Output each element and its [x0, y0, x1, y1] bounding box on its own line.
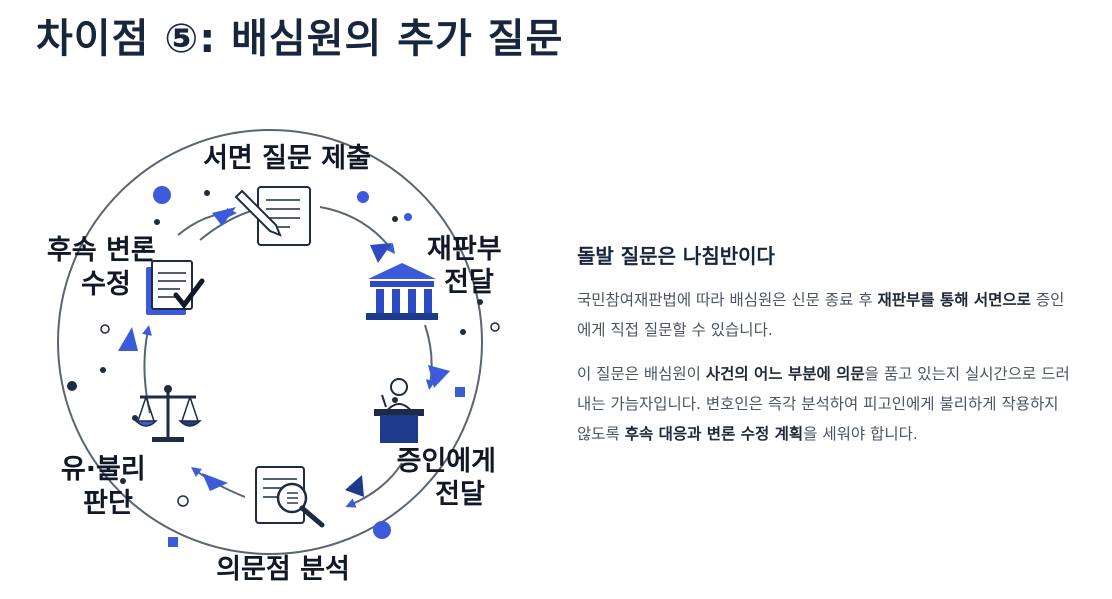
step-label-followup-revision: 후속 변론 수정 — [47, 235, 165, 300]
written-question-icon — [234, 186, 311, 246]
step-label-question-analysis: 의문점 분석 — [216, 554, 350, 585]
inner-cycle-arrows — [142, 206, 436, 508]
document-magnifier-icon — [255, 466, 325, 528]
step-label-written-question: 서면 질문 제출 — [203, 143, 371, 174]
panel-paragraph-1: 국민참여재판법에 따라 배심원은 신문 종료 후 재판부를 통해 서면으로 증인… — [577, 291, 1065, 339]
page-title: 차이점 ⑤: 배심원의 추가 질문 — [36, 16, 564, 62]
explanation-panel: 돌발 질문은 나침반이다 국민참여재판법에 따라 배심원은 신문 종료 후 재판… — [577, 240, 1071, 463]
cycle-diagram: 서면 질문 제출 재판부 전달 증인에게 전달 의문점 분석 유·불리 판단 후… — [47, 129, 511, 585]
emphasis-court-written: 재판부를 통해 서면으로 — [877, 291, 1031, 309]
step-label-witness-transfer: 증인에게 전달 — [397, 446, 506, 510]
decorative-dots — [67, 186, 500, 547]
checklist-icon — [146, 260, 205, 315]
scales-icon — [134, 385, 202, 442]
outer-ring — [57, 129, 483, 555]
panel-paragraph-2: 이 질문은 배심원이 사건의 어느 부분에 의문을 품고 있는지 실시간으로 드… — [577, 365, 1070, 443]
step-label-court-transfer: 재판부 전달 — [427, 234, 511, 298]
emphasis-followup-plan: 후속 대응과 변론 수정 계획 — [624, 425, 804, 443]
ring-arrows — [118, 207, 450, 497]
witness-stand-icon — [374, 378, 424, 443]
panel-heading: 돌발 질문은 나침반이다 — [577, 244, 775, 268]
emphasis-doubt-part: 사건의 어느 부분에 의문 — [705, 365, 865, 383]
step-label-advantage-judgment: 유·불리 판단 — [61, 454, 155, 519]
courthouse-icon — [366, 263, 438, 320]
